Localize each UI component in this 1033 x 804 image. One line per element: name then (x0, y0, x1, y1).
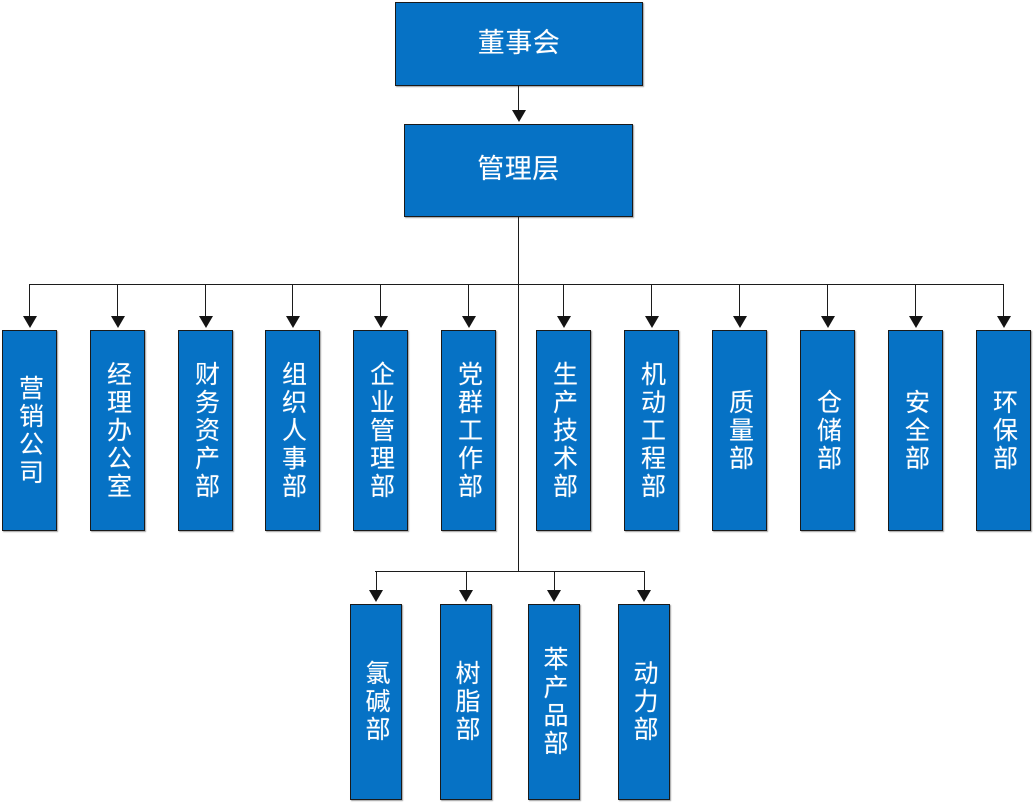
department-node[interactable]: 质量部 (712, 330, 767, 531)
connector-board-to-management (518, 86, 519, 112)
department-arrow-0 (22, 316, 37, 328)
production-unit-node[interactable]: 动力部 (618, 604, 670, 800)
production-unit-arrow-1 (459, 590, 473, 602)
node-management-label: 管理层 (477, 154, 560, 186)
connector-management-trunk (518, 217, 519, 571)
arrow-to-management (512, 110, 526, 122)
department-node[interactable]: 机动工程部 (624, 330, 679, 531)
node-board[interactable]: 董事会 (395, 2, 643, 86)
department-node-label: 安全部 (901, 388, 931, 473)
department-node-label: 党群工作部 (454, 360, 484, 501)
department-connector-4 (380, 284, 381, 316)
department-node-label: 仓储部 (813, 388, 843, 473)
department-node-label: 环保部 (989, 388, 1019, 473)
department-node[interactable]: 安全部 (888, 330, 943, 531)
production-unit-arrow-3 (637, 590, 651, 602)
department-connector-1 (117, 284, 118, 316)
department-connector-2 (205, 284, 206, 316)
department-node[interactable]: 仓储部 (800, 330, 855, 531)
production-unit-node[interactable]: 树脂部 (440, 604, 492, 800)
production-unit-node[interactable]: 苯产品部 (528, 604, 580, 800)
department-arrow-4 (373, 316, 388, 328)
department-node-label: 财务资产部 (191, 360, 221, 501)
department-connector-10 (915, 284, 916, 316)
department-node[interactable]: 党群工作部 (441, 330, 496, 531)
department-arrow-3 (285, 316, 300, 328)
department-connector-6 (563, 284, 564, 316)
department-arrow-10 (908, 316, 923, 328)
production-unit-arrow-0 (369, 590, 383, 602)
production-unit-connector-2 (553, 571, 555, 590)
department-arrow-8 (732, 316, 747, 328)
production-unit-node-label: 动力部 (630, 660, 659, 744)
department-arrow-1 (110, 316, 125, 328)
department-node[interactable]: 生产技术部 (536, 330, 591, 531)
department-node-label: 机动工程部 (637, 360, 667, 501)
connector-production-bus (375, 571, 645, 572)
department-connector-11 (1003, 284, 1004, 316)
production-unit-node[interactable]: 氯碱部 (350, 604, 402, 800)
production-unit-node-label: 苯产品部 (540, 646, 569, 758)
department-arrow-5 (461, 316, 476, 328)
department-connector-8 (739, 284, 740, 316)
department-arrow-2 (198, 316, 213, 328)
department-node[interactable]: 营销公司 (2, 330, 57, 531)
department-node-label: 企业管理部 (366, 360, 396, 501)
department-connector-5 (468, 284, 469, 316)
department-arrow-11 (996, 316, 1011, 328)
department-node-label: 组织人事部 (278, 360, 308, 501)
department-node[interactable]: 财务资产部 (178, 330, 233, 531)
production-unit-connector-1 (465, 571, 467, 590)
production-unit-node-label: 树脂部 (452, 660, 481, 744)
department-node-label: 质量部 (725, 388, 755, 473)
department-node-label: 经理办公室 (103, 360, 133, 501)
connector-department-bus (29, 284, 1004, 285)
department-connector-9 (827, 284, 828, 316)
department-arrow-9 (820, 316, 835, 328)
department-node-label: 营销公司 (15, 374, 45, 487)
node-board-label: 董事会 (477, 27, 561, 59)
department-node[interactable]: 经理办公室 (90, 330, 145, 531)
department-node[interactable]: 组织人事部 (265, 330, 320, 531)
department-arrow-6 (556, 316, 571, 328)
department-connector-0 (29, 284, 30, 316)
production-unit-arrow-2 (547, 590, 561, 602)
department-connector-7 (651, 284, 652, 316)
node-management[interactable]: 管理层 (404, 124, 633, 217)
department-connector-3 (292, 284, 293, 316)
department-arrow-7 (644, 316, 659, 328)
production-unit-connector-0 (375, 571, 377, 590)
department-node[interactable]: 环保部 (976, 330, 1031, 531)
department-node-label: 生产技术部 (549, 360, 579, 501)
department-node[interactable]: 企业管理部 (353, 330, 408, 531)
production-unit-node-label: 氯碱部 (362, 660, 391, 744)
production-unit-connector-3 (643, 571, 645, 590)
